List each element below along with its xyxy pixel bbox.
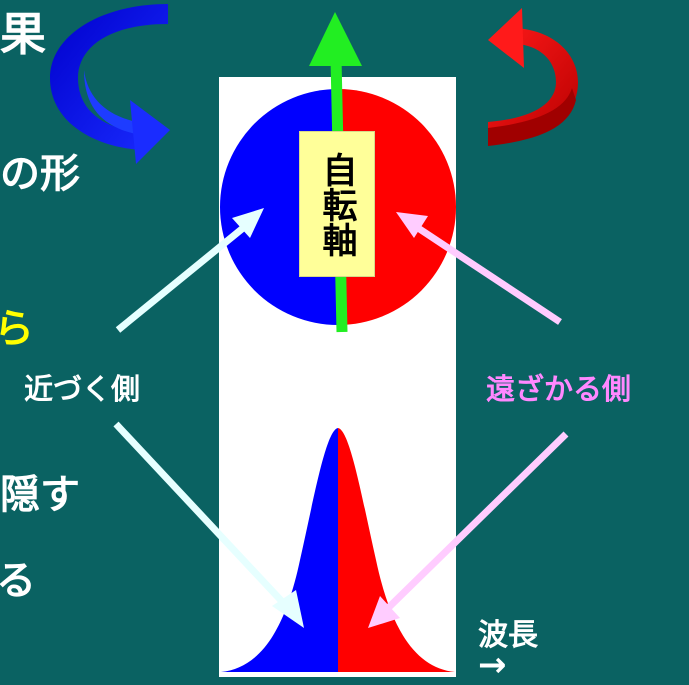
bullet-shape-text: の形 <box>0 151 80 197</box>
red-rotation-arrow-icon <box>488 8 578 146</box>
axis-label-box <box>299 131 375 277</box>
blue-rotation-arrow-icon <box>50 4 170 164</box>
rotation-axis-arrowhead <box>309 12 362 66</box>
receding-pointer-top <box>396 212 562 325</box>
receding-pointer-bottom <box>368 431 569 628</box>
approaching-pointer-top <box>115 208 264 333</box>
receding-side-label: 遠ざかる側 <box>486 372 632 406</box>
approaching-pointer-bottom <box>113 421 304 628</box>
wavelength-arrow-icon: → <box>478 645 507 685</box>
line-profile-red <box>338 428 455 672</box>
approaching-side-label: 近づく側 <box>24 372 141 406</box>
line-profile-blue <box>221 428 338 672</box>
bullet-hide-text: 隠す <box>0 472 80 518</box>
title-fragment: 果 <box>0 7 46 61</box>
wavelength-label: 波長 <box>478 618 538 653</box>
bullet-yellow-text: ら <box>0 306 34 352</box>
bullet-ru-text: る <box>0 558 36 604</box>
axis-label: 自転軸 <box>316 151 357 257</box>
